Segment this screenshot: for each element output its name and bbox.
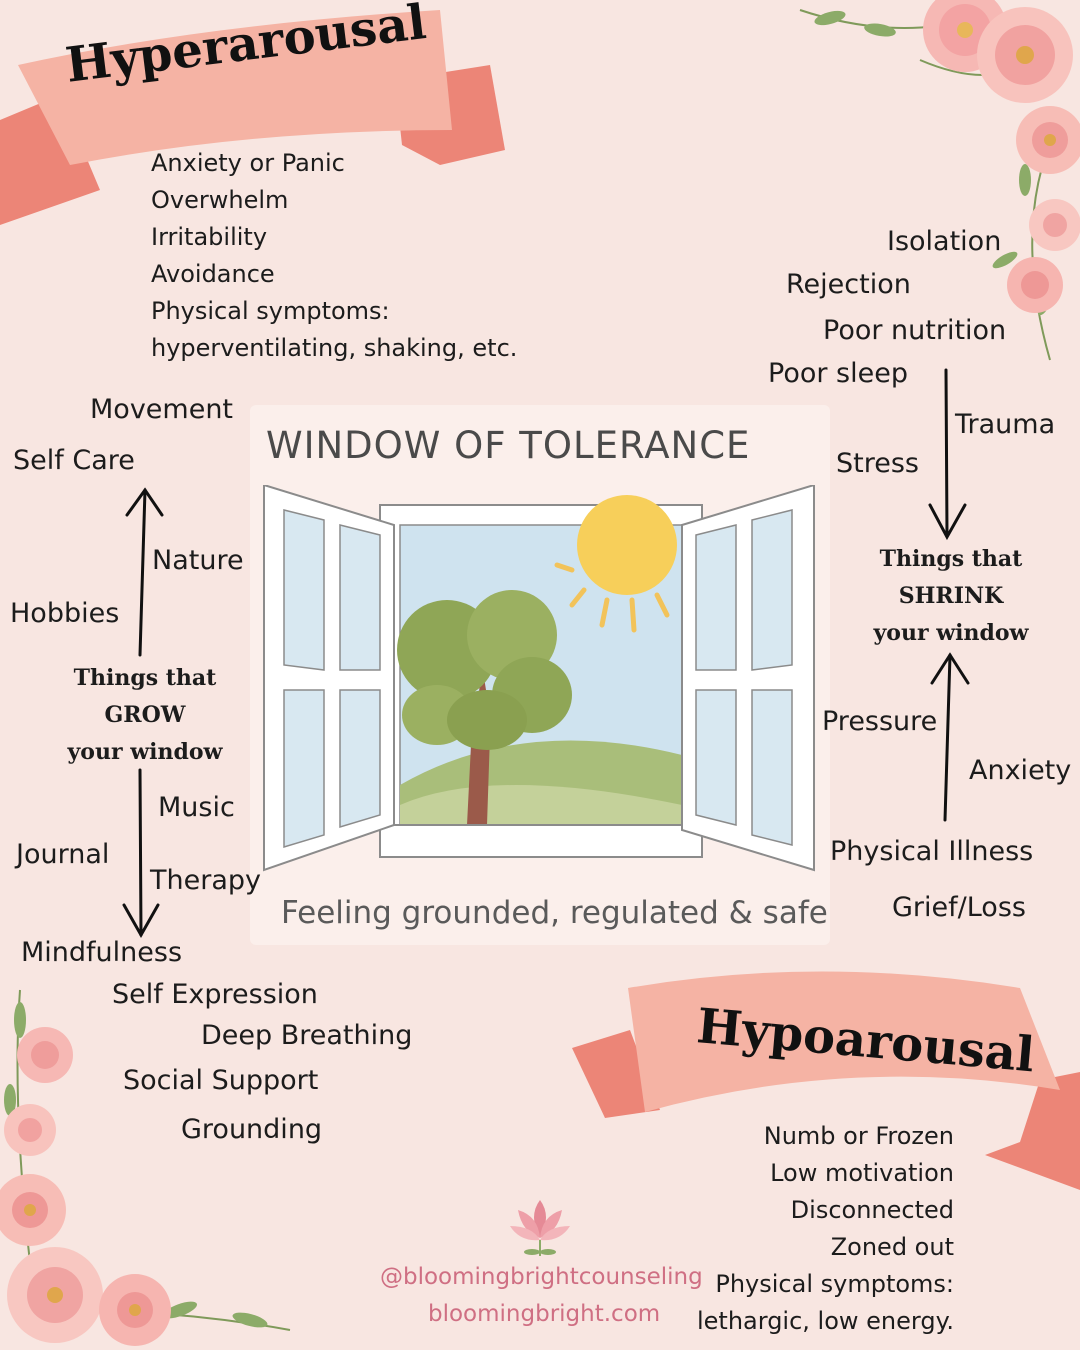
shrink-down-arrow: [944, 368, 949, 537]
grow-label: Things that GROW your window: [60, 660, 230, 771]
flower-decoration-bottom-left: [0, 989, 291, 1346]
shrink-item-poor-nutrition: Poor nutrition: [823, 315, 1007, 346]
grow-item-self-expression: Self Expression: [112, 979, 318, 1010]
grow-label-line: your window: [67, 739, 223, 765]
grow-item-hobbies: Hobbies: [10, 598, 120, 629]
grow-item-journal: Journal: [16, 839, 110, 870]
shrink-label-line: your window: [873, 620, 1029, 646]
hypo-item: Disconnected: [790, 1196, 954, 1224]
hypoarousal-list: Numb or Frozen Low motivation Disconnect…: [697, 1118, 954, 1340]
shrink-item-poor-sleep: Poor sleep: [768, 358, 908, 389]
shrink-item-rejection: Rejection: [786, 269, 911, 300]
shrink-item-grief-loss: Grief/Loss: [892, 892, 1026, 923]
grow-item-grounding: Grounding: [181, 1114, 323, 1145]
shrink-label-line: Things that: [879, 546, 1023, 572]
hyperarousal-list: Anxiety or Panic Overwhelm Irritability …: [151, 145, 517, 367]
window-of-tolerance-heading: WINDOW OF TOLERANCE: [266, 424, 751, 467]
hyper-item: Overwhelm: [151, 186, 289, 214]
grow-item-nature: Nature: [152, 545, 244, 576]
grow-item-therapy: Therapy: [150, 865, 261, 896]
shrink-item-isolation: Isolation: [887, 226, 1002, 257]
shrink-up-arrow: [943, 653, 952, 822]
shrink-item-stress: Stress: [836, 448, 919, 479]
hypo-item: Low motivation: [770, 1159, 954, 1187]
shrink-arrows: [928, 368, 970, 822]
grow-item-deep-breathing: Deep Breathing: [201, 1020, 413, 1051]
hyperarousal-banner: [0, 10, 505, 225]
shrink-item-physical-illness: Physical Illness: [830, 836, 1034, 867]
window-illustration: [263, 485, 815, 872]
grow-down-arrow: [138, 768, 143, 937]
grow-item-mindfulness: Mindfulness: [21, 937, 183, 968]
hyper-item: Anxiety or Panic: [151, 149, 345, 177]
grow-up-arrow: [138, 488, 147, 657]
hypo-item: Physical symptoms:: [715, 1270, 954, 1298]
website-link[interactable]: bloomingbright.com: [428, 1301, 661, 1327]
hyper-item: Avoidance: [151, 260, 275, 288]
shrink-label-line: SHRINK: [898, 583, 1004, 609]
shrink-item-anxiety: Anxiety: [969, 755, 1072, 786]
hyper-item: hyperventilating, shaking, etc.: [151, 334, 518, 362]
shrink-item-trauma: Trauma: [955, 409, 1056, 440]
hypo-item: Zoned out: [830, 1233, 954, 1261]
shrink-item-pressure: Pressure: [822, 706, 938, 737]
hypo-item: lethargic, low energy.: [696, 1307, 954, 1335]
grow-arrows: [122, 487, 164, 939]
flower-decoration-top-right: [799, 0, 1080, 361]
window-caption: Feeling grounded, regulated & safe: [281, 895, 828, 931]
social-handle-link[interactable]: @bloomingbrightcounseling: [380, 1264, 703, 1290]
hyper-item: Physical symptoms:: [151, 297, 390, 325]
grow-item-self-care: Self Care: [13, 445, 135, 476]
shrink-label: Things that SHRINK your window: [866, 541, 1036, 652]
grow-label-line: Things that: [73, 665, 217, 691]
grow-item-music: Music: [158, 792, 235, 823]
grow-item-social-support: Social Support: [123, 1065, 319, 1096]
hypo-item: Numb or Frozen: [763, 1122, 954, 1150]
hyper-item: Irritability: [151, 223, 268, 251]
grow-item-movement: Movement: [90, 394, 234, 425]
grow-label-line: GROW: [104, 702, 186, 728]
lotus-icon: [510, 1200, 570, 1256]
hypoarousal-banner: [572, 971, 1080, 1190]
